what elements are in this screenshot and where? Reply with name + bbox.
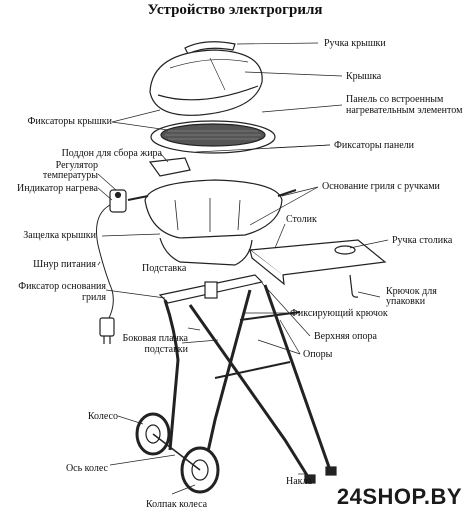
label-supports: Опоры	[303, 349, 333, 360]
label-upper-support: Верхняя опора	[314, 331, 377, 342]
label-side-bar-1: Боковая планка	[122, 333, 189, 344]
label-wheel: Колесо	[87, 411, 118, 422]
label-panel-latches: Фиксаторы панели	[334, 140, 414, 151]
label-stand: Подставка	[142, 263, 187, 274]
label-side-bar-2: подставки	[144, 344, 188, 355]
label-table-handle: Ручка столика	[392, 235, 453, 246]
label-thermostat-2: температуры	[42, 170, 98, 181]
label-heat-indicator: Индикатор нагрева	[17, 183, 98, 194]
label-base-lock-1: Фиксатор основания	[18, 281, 106, 292]
grill-base-shape	[144, 179, 283, 239]
watermark-logo: 24SHOP.BY	[334, 484, 464, 510]
leg-back-1	[188, 304, 312, 481]
label-fixing-hook: Фиксирующий крючок	[290, 308, 388, 319]
cross-bar	[214, 361, 291, 379]
power-cord-shape	[96, 204, 114, 321]
label-wheel-cap: Колпак колеса	[146, 499, 208, 510]
diagram-title: Устройство электрогриля	[147, 2, 323, 18]
label-grease-tray: Поддон для сбора жира	[61, 148, 162, 159]
label-lid: Крышка	[346, 71, 382, 82]
label-heating-panel-1: Панель со встроенным	[346, 94, 444, 105]
grease-tray-shape	[148, 157, 191, 177]
label-thermostat-1: Регулятор	[55, 160, 98, 171]
label-lid-clasp: Защелка крышки	[23, 230, 96, 241]
label-tip: Накла	[286, 476, 312, 487]
hook-shape	[349, 274, 359, 298]
leader-lines	[97, 42, 389, 495]
label-hook-2: упаковки	[386, 296, 426, 307]
leg-front-right	[203, 289, 252, 466]
lid-handle-shape	[184, 41, 236, 55]
label-axle: Ось колес	[65, 463, 108, 474]
label-hook-1: Крючок для	[386, 286, 437, 297]
label-base-lock-2: гриля	[81, 292, 106, 303]
thermostat-shape	[109, 189, 127, 213]
label-side-table: Столик	[286, 214, 317, 225]
label-lid-handle: Ручка крышки	[324, 38, 386, 49]
leg-front-left	[163, 299, 180, 451]
label-base-with-handles: Основание гриля с ручками	[322, 181, 440, 192]
wheel-axle	[152, 433, 201, 471]
label-power-cord: Шнур питания	[33, 259, 96, 270]
label-heating-panel-2: нагревательным элементом	[346, 105, 463, 116]
label-lid-latches: Фиксаторы крышки	[27, 116, 112, 127]
lid-shape	[149, 49, 263, 116]
